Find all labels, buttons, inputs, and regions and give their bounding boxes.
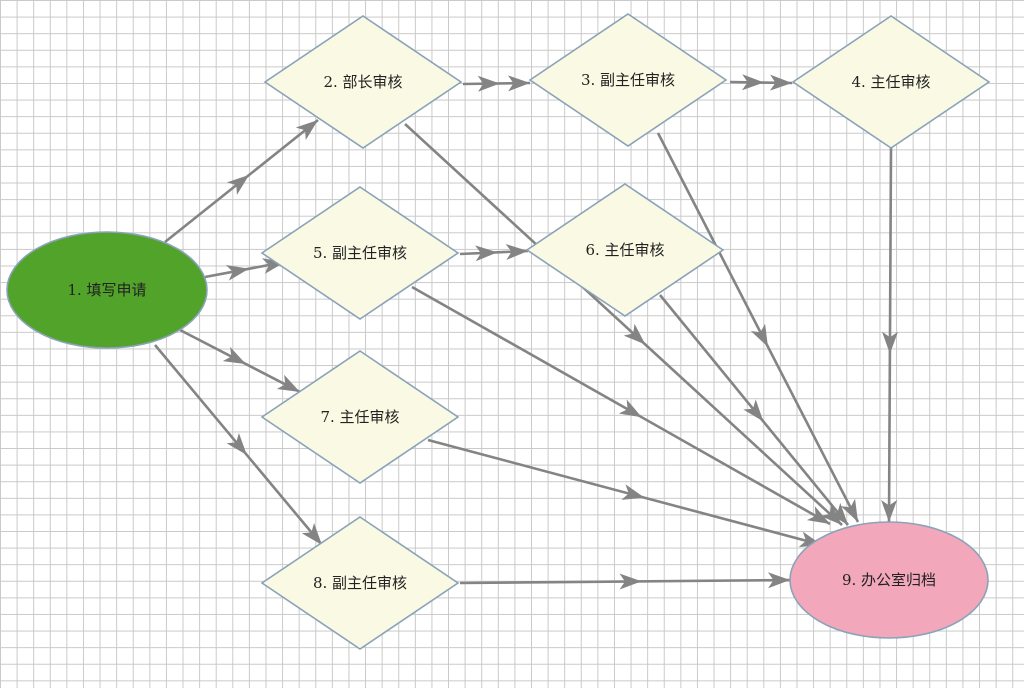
node-n2: 2. 部长审核 <box>263 15 463 149</box>
node-label: 5. 副主任审核 <box>313 244 407 262</box>
edge-n5-to-n9 <box>411 285 831 526</box>
edges-layer <box>154 74 899 590</box>
node-label: 7. 主任审核 <box>320 408 399 426</box>
end-arrowhead <box>827 502 848 525</box>
end-arrowhead <box>507 75 530 92</box>
mid-arrowhead <box>226 432 247 455</box>
edge-line <box>427 438 823 547</box>
mid-arrowhead <box>618 399 642 418</box>
edge-n4-to-n9 <box>881 147 899 523</box>
end-arrowhead <box>505 243 528 260</box>
edge-n2-to-n3 <box>462 75 531 92</box>
node-label: 6. 主任审核 <box>585 241 664 259</box>
diamond-node-shape <box>528 13 728 147</box>
edge-line <box>411 285 831 526</box>
edge-line <box>459 578 791 585</box>
end-arrowhead <box>295 120 318 140</box>
node-label: 9. 办公室归档 <box>842 571 936 589</box>
mid-arrowhead <box>743 399 764 422</box>
mid-arrowhead <box>225 264 249 281</box>
mid-arrowhead <box>222 346 246 365</box>
edge-n8-to-n9 <box>459 572 791 590</box>
ellipse-node-shape <box>6 231 208 349</box>
node-label: 2. 部长审核 <box>323 73 402 91</box>
node-n5: 5. 副主任审核 <box>260 186 460 320</box>
end-arrowhead <box>806 506 830 524</box>
node-n8: 8. 副主任审核 <box>260 516 460 650</box>
mid-arrowhead <box>477 75 500 92</box>
node-label: 8. 副主任审核 <box>313 574 407 592</box>
diamond-node-shape <box>260 350 460 484</box>
ellipse-node-shape <box>789 521 989 639</box>
mid-arrowhead <box>226 174 250 195</box>
edge-line <box>656 132 860 523</box>
edge-n7-to-n9 <box>427 438 823 548</box>
node-n1: 1. 填写申请 <box>6 231 208 349</box>
node-label: 1. 填写申请 <box>67 281 146 299</box>
mid-arrowhead <box>621 484 645 500</box>
edge-n1-to-n5 <box>204 258 286 281</box>
end-arrowhead <box>276 374 300 392</box>
node-label: 4. 主任审核 <box>851 73 930 91</box>
end-arrowhead <box>301 522 322 545</box>
node-label: 3. 副主任审核 <box>581 71 675 89</box>
nodes-layer: 1. 填写申请 2. 部长审核 3. 副主任审核 4. 主任审核 5. 副主任审核 6. … <box>6 13 991 650</box>
node-n4: 4. 主任审核 <box>791 15 991 149</box>
end-arrowhead <box>881 499 898 522</box>
mid-arrowhead <box>623 323 646 345</box>
node-n9: 9. 办公室归档 <box>789 521 989 639</box>
mid-arrowhead <box>619 573 642 590</box>
edge-n1-to-n7 <box>179 328 301 394</box>
edge-n5-to-n6 <box>459 243 529 262</box>
edge-n1-to-n2 <box>164 118 319 244</box>
mid-arrowhead <box>750 323 768 347</box>
mid-arrowhead <box>741 74 765 91</box>
edge-n3-to-n4 <box>729 74 793 91</box>
node-n6: 6. 主任审核 <box>525 183 725 317</box>
mid-arrowhead <box>882 331 899 354</box>
diamond-node-shape <box>525 183 725 317</box>
edge-n6-to-n9 <box>658 294 850 526</box>
edge-n3-to-n9 <box>656 132 860 523</box>
node-n3: 3. 副主任审核 <box>528 13 728 147</box>
diamond-node-shape <box>260 516 460 650</box>
edge-line <box>404 123 843 526</box>
end-arrowhead <box>767 572 790 589</box>
edge-n1-to-n8 <box>154 344 323 546</box>
diamond-node-shape <box>263 15 463 149</box>
diamond-node-shape <box>260 186 460 320</box>
edge-line <box>887 147 893 523</box>
node-n7: 7. 主任审核 <box>260 350 460 484</box>
end-arrowhead <box>769 74 792 91</box>
mid-arrowhead <box>475 245 498 262</box>
end-arrowhead <box>840 498 858 522</box>
diamond-node-shape <box>791 15 991 149</box>
